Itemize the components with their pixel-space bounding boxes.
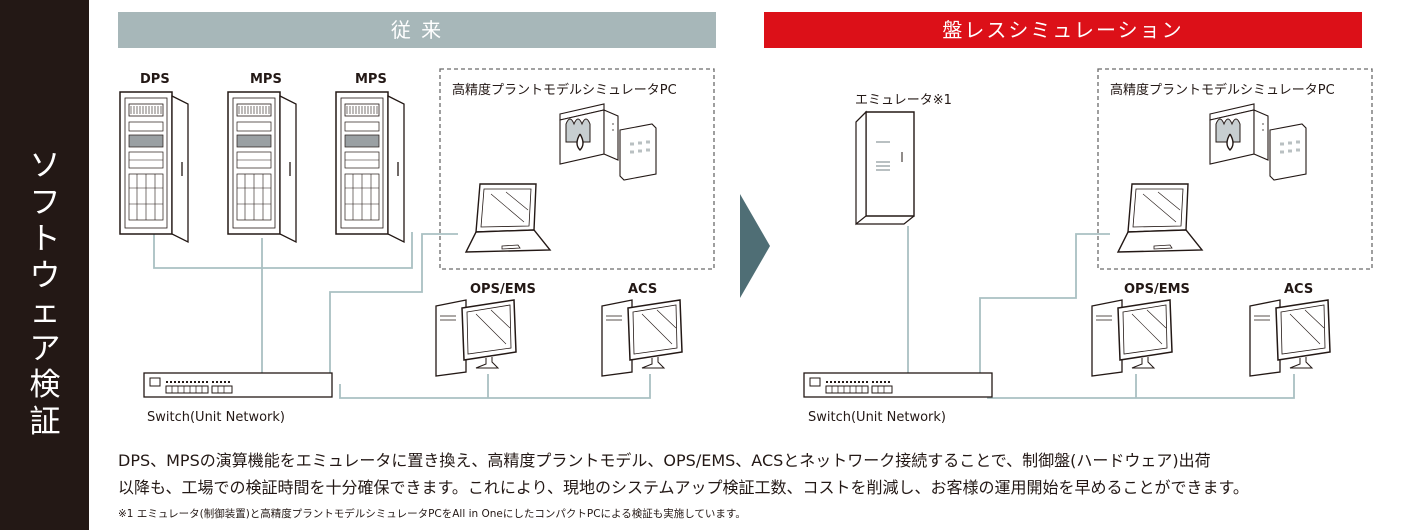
old-ops-ems-workstation (435, 299, 517, 377)
old-switch-label: Switch(Unit Network) (147, 410, 285, 425)
mps-label-1: MPS (250, 72, 282, 87)
old-switch (143, 372, 333, 398)
new-switch-label: Switch(Unit Network) (808, 410, 946, 425)
footnote: ※1 エミュレータ(制御装置)と高精度プラントモデルシミュレータPCをAll i… (118, 508, 746, 520)
emulator-tower (855, 111, 915, 225)
emulator-label: エミュレータ※1 (855, 93, 952, 108)
panelless-simulation-banner: 盤レスシミュレーション (764, 12, 1362, 48)
old-simulator-pc-box (439, 68, 715, 270)
description-line-1: DPS、MPSの演算機能をエミュレータに置き換え、高精度プラントモデル、OPS/… (118, 451, 1211, 470)
transition-arrow (740, 194, 770, 298)
old-ops-ems-label: OPS/EMS (470, 282, 536, 297)
dps-label: DPS (140, 72, 170, 87)
new-switch (803, 372, 993, 398)
old-simulator-pc-label: 高精度プラントモデルシミュレータPC (452, 83, 677, 98)
old-simulator-pc (558, 102, 658, 182)
new-acs-label: ACS (1284, 282, 1314, 297)
mps-cabinet-1 (227, 91, 297, 243)
new-ops-ems-workstation (1091, 299, 1173, 377)
dps-cabinet (119, 91, 189, 243)
new-laptop (1117, 183, 1203, 253)
old-acs-workstation (601, 299, 683, 377)
sidebar: ソフトウェア検証 (0, 0, 89, 530)
old-acs-label: ACS (628, 282, 658, 297)
new-acs-workstation (1249, 299, 1331, 377)
sidebar-title: ソフトウェア検証 (29, 148, 61, 440)
old-network-lines (153, 232, 651, 399)
new-simulator-pc-box (1097, 68, 1373, 270)
new-ops-ems-label: OPS/EMS (1124, 282, 1190, 297)
new-simulator-pc (1208, 102, 1308, 182)
description-line-2: 以降も、工場での検証時間を十分確保できます。これにより、現地のシステムアップ検証… (118, 478, 1249, 497)
conventional-banner: 従 来 (118, 12, 716, 48)
new-simulator-pc-label: 高精度プラントモデルシミュレータPC (1110, 83, 1335, 98)
old-laptop (465, 183, 551, 253)
mps-cabinet-2 (335, 91, 405, 243)
mps-label-2: MPS (355, 72, 387, 87)
